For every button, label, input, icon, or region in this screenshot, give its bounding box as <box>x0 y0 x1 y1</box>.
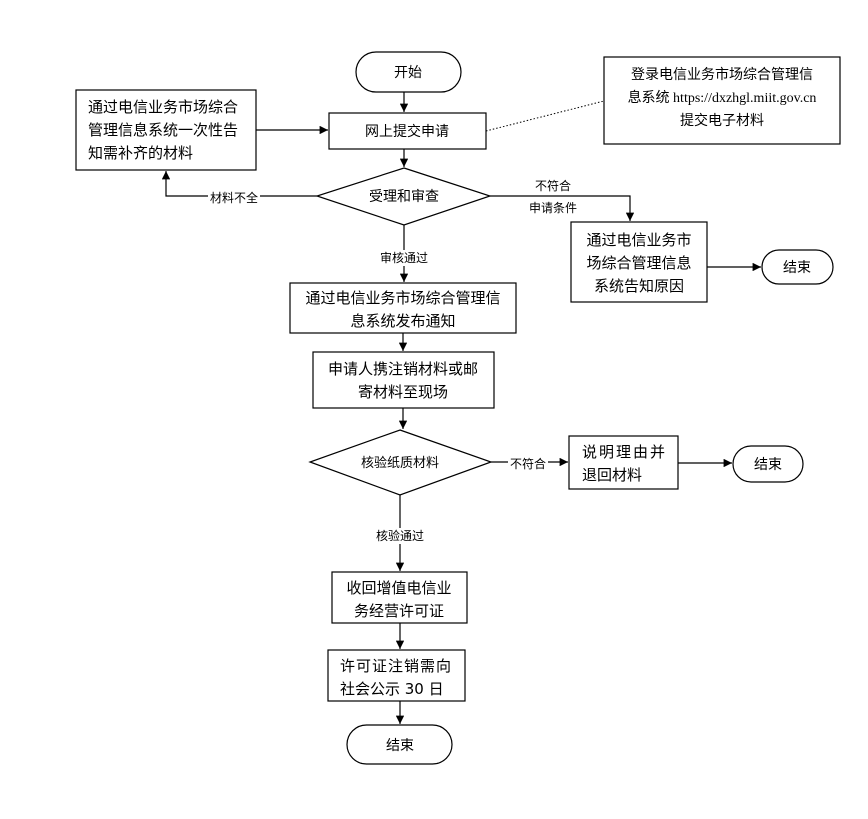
publish-notice-line: 通过电信业务市场综合管理信 <box>305 289 500 307</box>
end-label: 结束 <box>783 260 811 276</box>
notify-missing-line: 通过电信业务市场综合 <box>88 98 238 116</box>
online-login-line: 提交电子材料 <box>680 112 764 129</box>
verify-label: 核验纸质材料 <box>361 455 439 471</box>
publicize-line: 社会公示 30 日 <box>340 680 444 698</box>
end-node-1: 结束 <box>761 249 834 285</box>
start-label: 开始 <box>394 65 422 81</box>
edge-label-incomplete: 材料不全 <box>210 190 258 205</box>
revoke-license-box <box>331 571 468 624</box>
notify-reason-line: 场综合管理信息 <box>586 254 691 272</box>
notify-missing-node: 通过电信业务市场综合 管理信息系统一次性告 知需补齐的材料 <box>75 89 257 171</box>
online-login-line: 息系统 https://dxzhgl.miit.gov.cn <box>628 89 817 106</box>
submit-node: 网上提交申请 <box>328 112 487 150</box>
end-pill <box>346 724 453 765</box>
edge-label-review-pass: 审核通过 <box>380 250 428 265</box>
revoke-license-line: 务经营许可证 <box>354 602 444 620</box>
revoke-license-line: 收回增值电信业 <box>346 579 451 597</box>
edge-label-not-qualified: 申请条件 <box>529 201 577 215</box>
review-decision: 受理和审查 <box>315 167 492 226</box>
edge-label-background <box>372 528 428 544</box>
dotted-annotation-connector <box>485 100 605 132</box>
online-login-box <box>603 56 841 145</box>
end-label: 结束 <box>754 457 782 473</box>
end-pill <box>761 249 834 285</box>
return-materials-box <box>568 435 679 490</box>
publicize-node: 许可证注销需向 社会公示 30 日 <box>327 649 466 702</box>
submit-label: 网上提交申请 <box>365 123 449 140</box>
publish-notice-line: 息系统发布通知 <box>350 312 455 330</box>
notify-missing-line: 知需补齐的材料 <box>88 144 193 162</box>
notify-reason-line: 系统告知原因 <box>594 277 684 295</box>
bring-materials-box <box>312 351 495 409</box>
online-login-line: 登录电信业务市场综合管理信 <box>631 66 813 83</box>
notify-reason-node: 通过电信业务市 场综合管理信息 系统告知原因 <box>570 221 708 303</box>
edge-label-not-match: 不符合 <box>510 456 546 471</box>
return-materials-line: 退回材料 <box>582 466 642 484</box>
verify-decision: 核验纸质材料 <box>308 429 493 496</box>
revoke-license-node: 收回增值电信业 务经营许可证 <box>331 571 468 624</box>
edge-label-background <box>376 250 432 266</box>
notify-missing-line: 管理信息系统一次性告 <box>88 121 238 139</box>
end-pill <box>732 445 804 483</box>
publicize-box <box>327 649 466 702</box>
publish-notice-box <box>289 282 517 334</box>
end-label: 结束 <box>386 738 414 754</box>
edge-label-background <box>508 456 548 471</box>
end-node-2: 结束 <box>732 445 804 483</box>
edge-label-background <box>208 189 260 206</box>
notify-reason-box <box>570 221 708 303</box>
bring-materials-line: 申请人携注销材料或邮 <box>328 360 478 378</box>
notify-reason-line: 通过电信业务市 <box>586 231 691 249</box>
arrow-review-to-reason <box>490 195 635 221</box>
arrow-review-to-missing <box>161 171 317 197</box>
edge-label-not-qualified: 不符合 <box>535 178 571 193</box>
bring-materials-node: 申请人携注销材料或邮 寄材料至现场 <box>312 351 495 409</box>
publicize-line: 许可证注销需向 <box>340 657 452 675</box>
online-login-note: 登录电信业务市场综合管理信 息系统 https://dxzhgl.miit.go… <box>603 56 841 145</box>
return-materials-node: 说明理由并 退回材料 <box>568 435 679 490</box>
notify-missing-box <box>75 89 257 171</box>
review-label: 受理和审查 <box>369 189 439 205</box>
submit-box <box>328 112 487 150</box>
edge-label-verify-pass: 核验通过 <box>376 528 424 543</box>
bring-materials-line: 寄材料至现场 <box>358 383 448 401</box>
start-pill <box>355 51 462 93</box>
end-node-3: 结束 <box>346 724 453 765</box>
return-materials-line: 说明理由并 <box>582 443 667 461</box>
publish-notice-node: 通过电信业务市场综合管理信 息系统发布通知 <box>289 282 517 334</box>
start-node: 开始 <box>355 51 462 93</box>
